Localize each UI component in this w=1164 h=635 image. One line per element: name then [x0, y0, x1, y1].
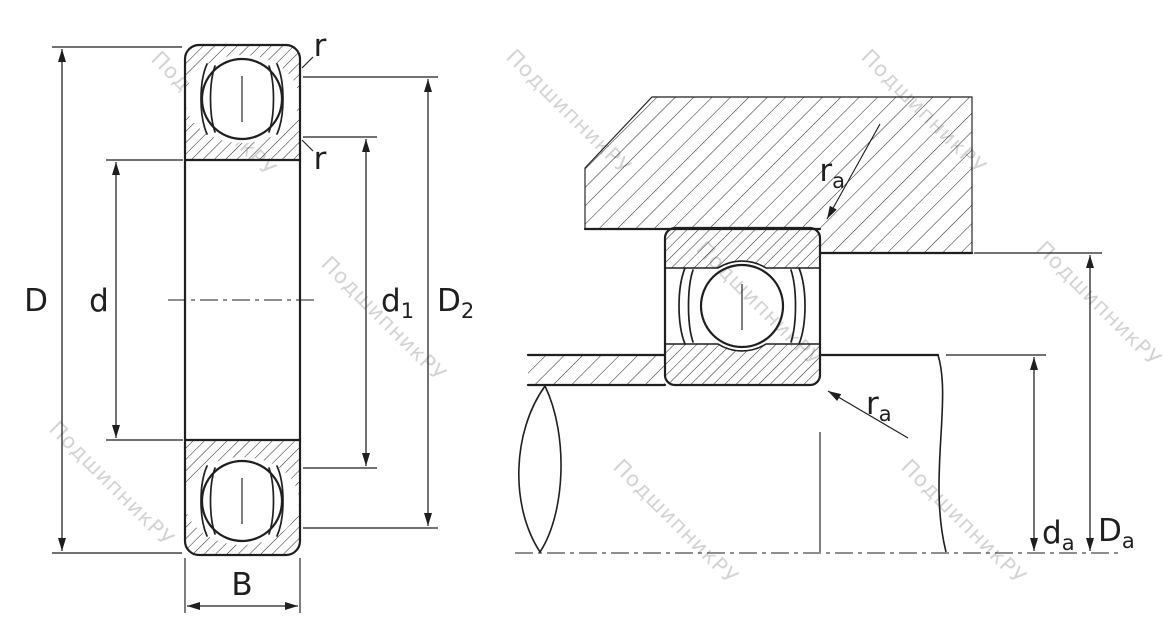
- shaft-break-curve: [937, 354, 947, 553]
- housing-hatch: [585, 97, 972, 253]
- top-ball: [200, 57, 284, 141]
- watermark: ПодшипникРУ: [44, 417, 179, 552]
- seal-line: [276, 63, 284, 135]
- dim-label-B: B: [231, 567, 252, 603]
- inner-ring-hatch: [665, 344, 820, 385]
- inner-raceway-line: [665, 343, 820, 352]
- seal-line: [276, 465, 284, 537]
- dim-label-d: d: [89, 283, 109, 319]
- dim-label-da: da: [1042, 515, 1075, 555]
- watermark: ПодшипникРУ: [896, 455, 1031, 590]
- mounted-view-dimensions: ra ra da Da: [819, 123, 1135, 555]
- seal-line: [209, 467, 216, 535]
- outer-ring-hatch: [665, 228, 820, 268]
- shaft-shoulder-hatch: [528, 355, 665, 385]
- dim-label-D2: D2: [437, 283, 474, 323]
- seal-line: [200, 465, 208, 537]
- seal-line: [790, 269, 797, 343]
- seal-line: [268, 65, 275, 133]
- leader-line-r-top: [301, 56, 314, 69]
- front-view-dimensions: D d d1 D2 B r r: [24, 28, 474, 613]
- watermark: ПодшипникРУ: [608, 455, 743, 590]
- leader-line-ra-top: [826, 123, 881, 220]
- dim-label-ra-bottom: ra: [866, 386, 892, 426]
- front-view: [168, 43, 318, 557]
- watermark: ПодшипникРУ: [1031, 237, 1164, 372]
- dim-label-d1: d1: [381, 283, 414, 323]
- housing-break-boundary: [584, 96, 973, 253]
- dim-label-r-inner: r: [314, 141, 327, 177]
- seal-line: [268, 467, 275, 535]
- mounted-ball: [699, 263, 785, 349]
- seal-line: [798, 267, 806, 345]
- dim-label-Da: Da: [1098, 513, 1135, 553]
- seal-line: [209, 65, 216, 133]
- leader-line-r-inner: [301, 139, 314, 152]
- shaft-break-section: [518, 385, 562, 553]
- leader-line-ra-bottom: [827, 390, 909, 439]
- seal-line: [200, 63, 208, 135]
- dim-label-D: D: [24, 283, 48, 319]
- mounted-view: [515, 96, 1118, 554]
- dim-label-r-top: r: [314, 28, 327, 64]
- bottom-ball: [200, 459, 284, 543]
- seal-line: [687, 269, 694, 343]
- seal-line: [678, 267, 686, 345]
- dim-label-ra-top: ra: [819, 153, 845, 193]
- outer-raceway-line: [665, 260, 820, 269]
